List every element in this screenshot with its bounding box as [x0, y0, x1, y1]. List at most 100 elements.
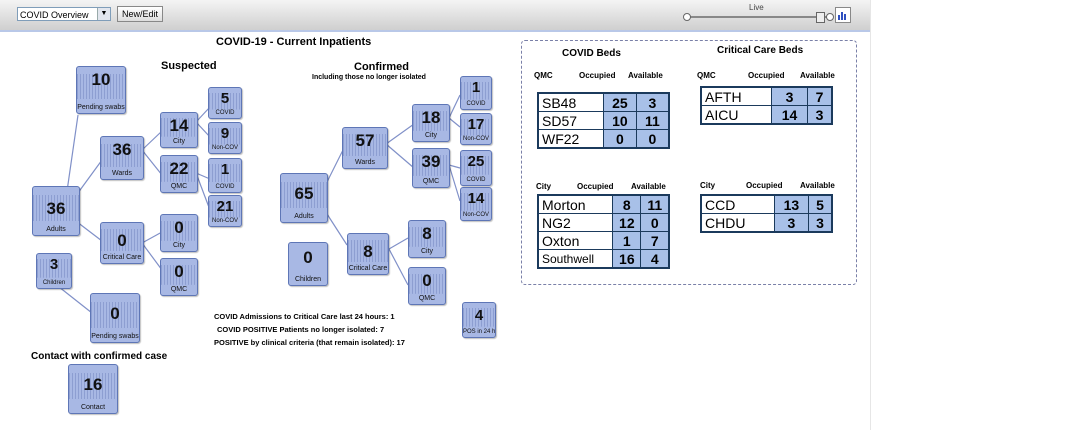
cc-city-occupied-header: Occupied: [746, 181, 783, 190]
ward-name-cell: AICU: [700, 105, 772, 125]
confirmed-wards-node[interactable]: 57 Wards: [342, 127, 388, 169]
suspected-qmc-noncov-node[interactable]: 21 Non-COV: [208, 195, 242, 227]
node-value: 1: [471, 79, 481, 96]
cc-qmc-site-label: QMC: [697, 71, 716, 80]
occupied-cell: 3: [773, 213, 810, 233]
confirmed-qmc-node[interactable]: 39 QMC: [412, 148, 450, 188]
ward-name-cell: CCD: [700, 194, 775, 214]
node-value: 0: [422, 271, 432, 290]
node-label: Critical Care: [102, 254, 142, 261]
confirmed-cc-qmc-node[interactable]: 0 QMC: [408, 267, 446, 305]
node-label: QMC: [170, 286, 188, 293]
node-label: Non-COV: [211, 145, 238, 151]
new-edit-button[interactable]: New/Edit: [117, 6, 164, 22]
occupied-cell: 25: [602, 92, 637, 112]
node-value: 16: [83, 375, 103, 394]
node-value: 65: [294, 184, 314, 203]
confirmed-pos24-node[interactable]: 4 POS in 24 hr: [462, 302, 496, 338]
node-label: City: [424, 132, 438, 139]
suspected-cc-city-node[interactable]: 0 City: [160, 214, 198, 252]
contact-node[interactable]: 16 Contact: [68, 364, 118, 414]
node-value: 8: [363, 242, 373, 261]
view-select[interactable]: COVID Overview ▼: [17, 7, 111, 21]
confirmed-city-covid-node[interactable]: 1 COVID: [460, 76, 492, 110]
node-label: Non-COV: [211, 218, 238, 224]
live-label: Live: [749, 3, 764, 12]
suspected-children-node[interactable]: 3 Children: [36, 253, 72, 289]
available-cell: 11: [640, 194, 670, 214]
node-value: 25: [467, 153, 485, 170]
page-title: COVID-19 - Current Inpatients: [216, 36, 372, 48]
available-cell: 3: [807, 105, 833, 125]
confirmed-header: Confirmed: [354, 61, 409, 73]
time-slider-track[interactable]: [687, 16, 831, 18]
critical-care-beds-title: Critical Care Beds: [717, 45, 804, 56]
occupied-cell: 13: [773, 194, 810, 214]
node-label: Adults: [294, 213, 314, 220]
node-label: COVID: [215, 184, 235, 190]
slider-start-handle[interactable]: [683, 13, 691, 21]
node-value: 1: [220, 161, 230, 178]
confirmed-cc-city-node[interactable]: 8 City: [408, 220, 446, 258]
suspected-header: Suspected: [161, 60, 217, 72]
covid-city-occupied-header: Occupied: [577, 182, 614, 191]
covid-city-site-label: City: [536, 182, 552, 191]
node-label: Non-COV: [462, 212, 489, 218]
ward-name-cell: CHDU: [700, 213, 775, 233]
contact-header: Contact with confirmed case: [31, 351, 168, 362]
node-value: 17: [467, 116, 485, 133]
node-value: 57: [355, 131, 375, 150]
occupied-cell: 1: [612, 231, 642, 250]
confirmed-adults-node[interactable]: 65 Adults: [280, 173, 328, 223]
node-value: 22: [169, 159, 189, 178]
node-label: COVID: [466, 101, 486, 107]
suspected-cc-qmc-node[interactable]: 0 QMC: [160, 258, 198, 296]
suspected-city-node[interactable]: 14 City: [160, 112, 198, 148]
node-value: 14: [467, 190, 485, 207]
ward-name-cell: Morton: [537, 194, 614, 214]
slider-thumb[interactable]: [816, 12, 825, 23]
suspected-city-noncov-node[interactable]: 9 Non-COV: [208, 122, 242, 154]
slider-end-handle[interactable]: [826, 13, 834, 21]
node-value: 4: [474, 307, 484, 324]
available-cell: 7: [807, 86, 833, 106]
node-label: Critical Care: [348, 265, 388, 272]
suspected-qmc-covid-node[interactable]: 1 COVID: [208, 158, 242, 193]
suspected-qmc-node[interactable]: 22 QMC: [160, 155, 198, 193]
suspected-city-covid-node[interactable]: 5 COVID: [208, 87, 242, 119]
confirmed-city-noncov-node[interactable]: 17 Non-COV: [460, 113, 492, 145]
suspected-pending-swabs-node[interactable]: 10 Pending swabs: [76, 66, 126, 114]
chevron-down-icon[interactable]: ▼: [97, 8, 110, 20]
available-cell: 0: [635, 129, 670, 149]
occupied-cell: 8: [612, 194, 642, 214]
node-value: 0: [303, 248, 313, 267]
confirmed-qmc-covid-node[interactable]: 25 COVID: [460, 150, 492, 186]
suspected-critical-care-node[interactable]: 0 Critical Care: [100, 222, 144, 264]
available-cell: 0: [640, 213, 670, 232]
node-label: QMC: [418, 295, 436, 302]
suspected-adults-node[interactable]: 36 Adults: [32, 186, 80, 236]
toolbar: COVID Overview ▼ New/Edit Live: [0, 0, 870, 32]
suspected-wards-node[interactable]: 36 Wards: [100, 136, 144, 180]
ward-name-cell: NG2: [537, 213, 614, 232]
confirmed-children-node[interactable]: 0 Children: [288, 242, 328, 286]
chart-icon[interactable]: [835, 7, 851, 23]
suspected-pending-swabs-bottom-node[interactable]: 0 Pending swabs: [90, 293, 140, 343]
view-select-value: COVID Overview: [20, 10, 89, 20]
dashboard-window: COVID Overview ▼ New/Edit Live: [0, 0, 871, 430]
stat-no-longer-isolated: COVID POSITIVE Patients no longer isolat…: [217, 325, 385, 334]
cc-qmc-available-header: Available: [800, 71, 835, 80]
covid-qmc-site-label: QMC: [534, 71, 553, 80]
confirmed-qmc-noncov-node[interactable]: 14 Non-COV: [460, 187, 492, 221]
node-label: City: [172, 242, 186, 249]
node-value: 0: [117, 231, 127, 250]
node-value: 0: [110, 304, 120, 323]
confirmed-critical-care-node[interactable]: 8 Critical Care: [347, 233, 389, 275]
confirmed-city-node[interactable]: 18 City: [412, 104, 450, 142]
node-label: Children: [294, 276, 322, 283]
